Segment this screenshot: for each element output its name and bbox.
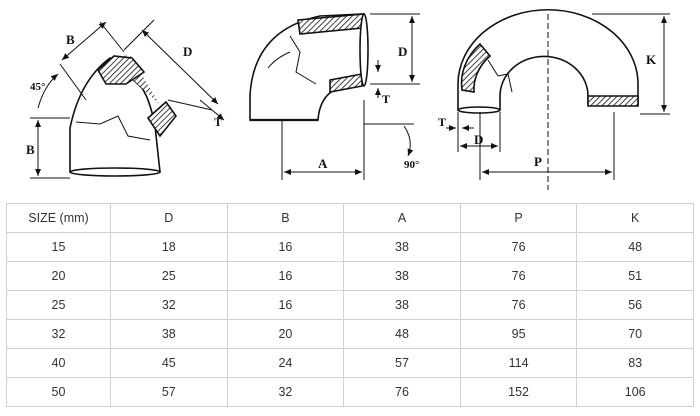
cell-a: 76 (343, 377, 461, 407)
header-size: SIZE (mm) (6, 203, 111, 233)
cell-size: 15 (6, 232, 111, 262)
cell-p: 76 (459, 232, 578, 262)
cell-k: 51 (576, 261, 694, 291)
label-angle-90: 90° (404, 159, 419, 171)
cell-b: 16 (226, 261, 345, 291)
label-d-180: D (474, 132, 483, 147)
cell-k: 106 (576, 377, 694, 407)
cell-b: 24 (226, 348, 345, 378)
cell-d: 32 (110, 290, 228, 320)
cell-b: 20 (226, 319, 345, 349)
cell-p: 114 (459, 348, 578, 378)
label-t-180: T (438, 115, 446, 129)
table-row: 32 38 20 48 95 70 (6, 319, 694, 349)
label-t-45: T (214, 115, 222, 129)
cell-d: 18 (110, 232, 228, 262)
label-b-top: B (66, 32, 75, 47)
header-k: K (576, 203, 694, 233)
header-b: B (226, 203, 345, 233)
cell-d: 25 (110, 261, 228, 291)
cell-b: 32 (226, 377, 345, 407)
cell-size: 32 (6, 319, 111, 349)
return-180-drawing (446, 8, 670, 190)
cell-p: 76 (459, 290, 578, 320)
cell-a: 57 (343, 348, 461, 378)
cell-size: 40 (6, 348, 111, 378)
cell-k: 70 (576, 319, 694, 349)
label-b-side: B (26, 142, 35, 157)
dimension-table: SIZE (mm) D B A P K 15 18 16 38 76 48 20… (6, 203, 694, 407)
cell-a: 38 (343, 261, 461, 291)
cell-a: 48 (343, 319, 461, 349)
cell-d: 45 (110, 348, 228, 378)
cell-k: 56 (576, 290, 694, 320)
table-row: 15 18 16 38 76 48 (6, 232, 694, 262)
cell-b: 16 (226, 232, 345, 262)
table-header-row: SIZE (mm) D B A P K (6, 203, 694, 233)
table-row: 50 57 32 76 152 106 (6, 377, 694, 407)
header-a: A (343, 203, 461, 233)
cell-p: 76 (459, 261, 578, 291)
label-d-45: D (183, 44, 192, 59)
fitting-drawings: B B 45° D T D T A 90° (0, 0, 700, 200)
drawings-svg: B B 45° D T D T A 90° (26, 8, 670, 190)
cell-d: 57 (110, 377, 228, 407)
label-d-90: D (398, 44, 407, 59)
header-p: P (459, 203, 578, 233)
label-k-180: K (646, 52, 657, 67)
cell-k: 83 (576, 348, 694, 378)
label-angle-45: 45° (30, 81, 45, 93)
table-row: 20 25 16 38 76 51 (6, 261, 694, 291)
header-d: D (110, 203, 228, 233)
elbow-90-drawing (249, 13, 420, 180)
cell-p: 95 (459, 319, 578, 349)
elbow-45-drawing (30, 19, 225, 179)
cell-size: 25 (6, 290, 111, 320)
label-a-90: A (318, 156, 328, 171)
cell-size: 50 (6, 377, 111, 407)
cell-a: 38 (343, 290, 461, 320)
cell-a: 38 (343, 232, 461, 262)
label-p-180: P (534, 154, 542, 169)
table-row: 40 45 24 57 114 83 (6, 348, 694, 378)
cell-k: 48 (576, 232, 694, 262)
table-row: 25 32 16 38 76 56 (6, 290, 694, 320)
cell-b: 16 (226, 290, 345, 320)
cell-size: 20 (6, 261, 111, 291)
cell-d: 38 (110, 319, 228, 349)
cell-p: 152 (459, 377, 578, 407)
label-t-90: T (382, 92, 390, 106)
